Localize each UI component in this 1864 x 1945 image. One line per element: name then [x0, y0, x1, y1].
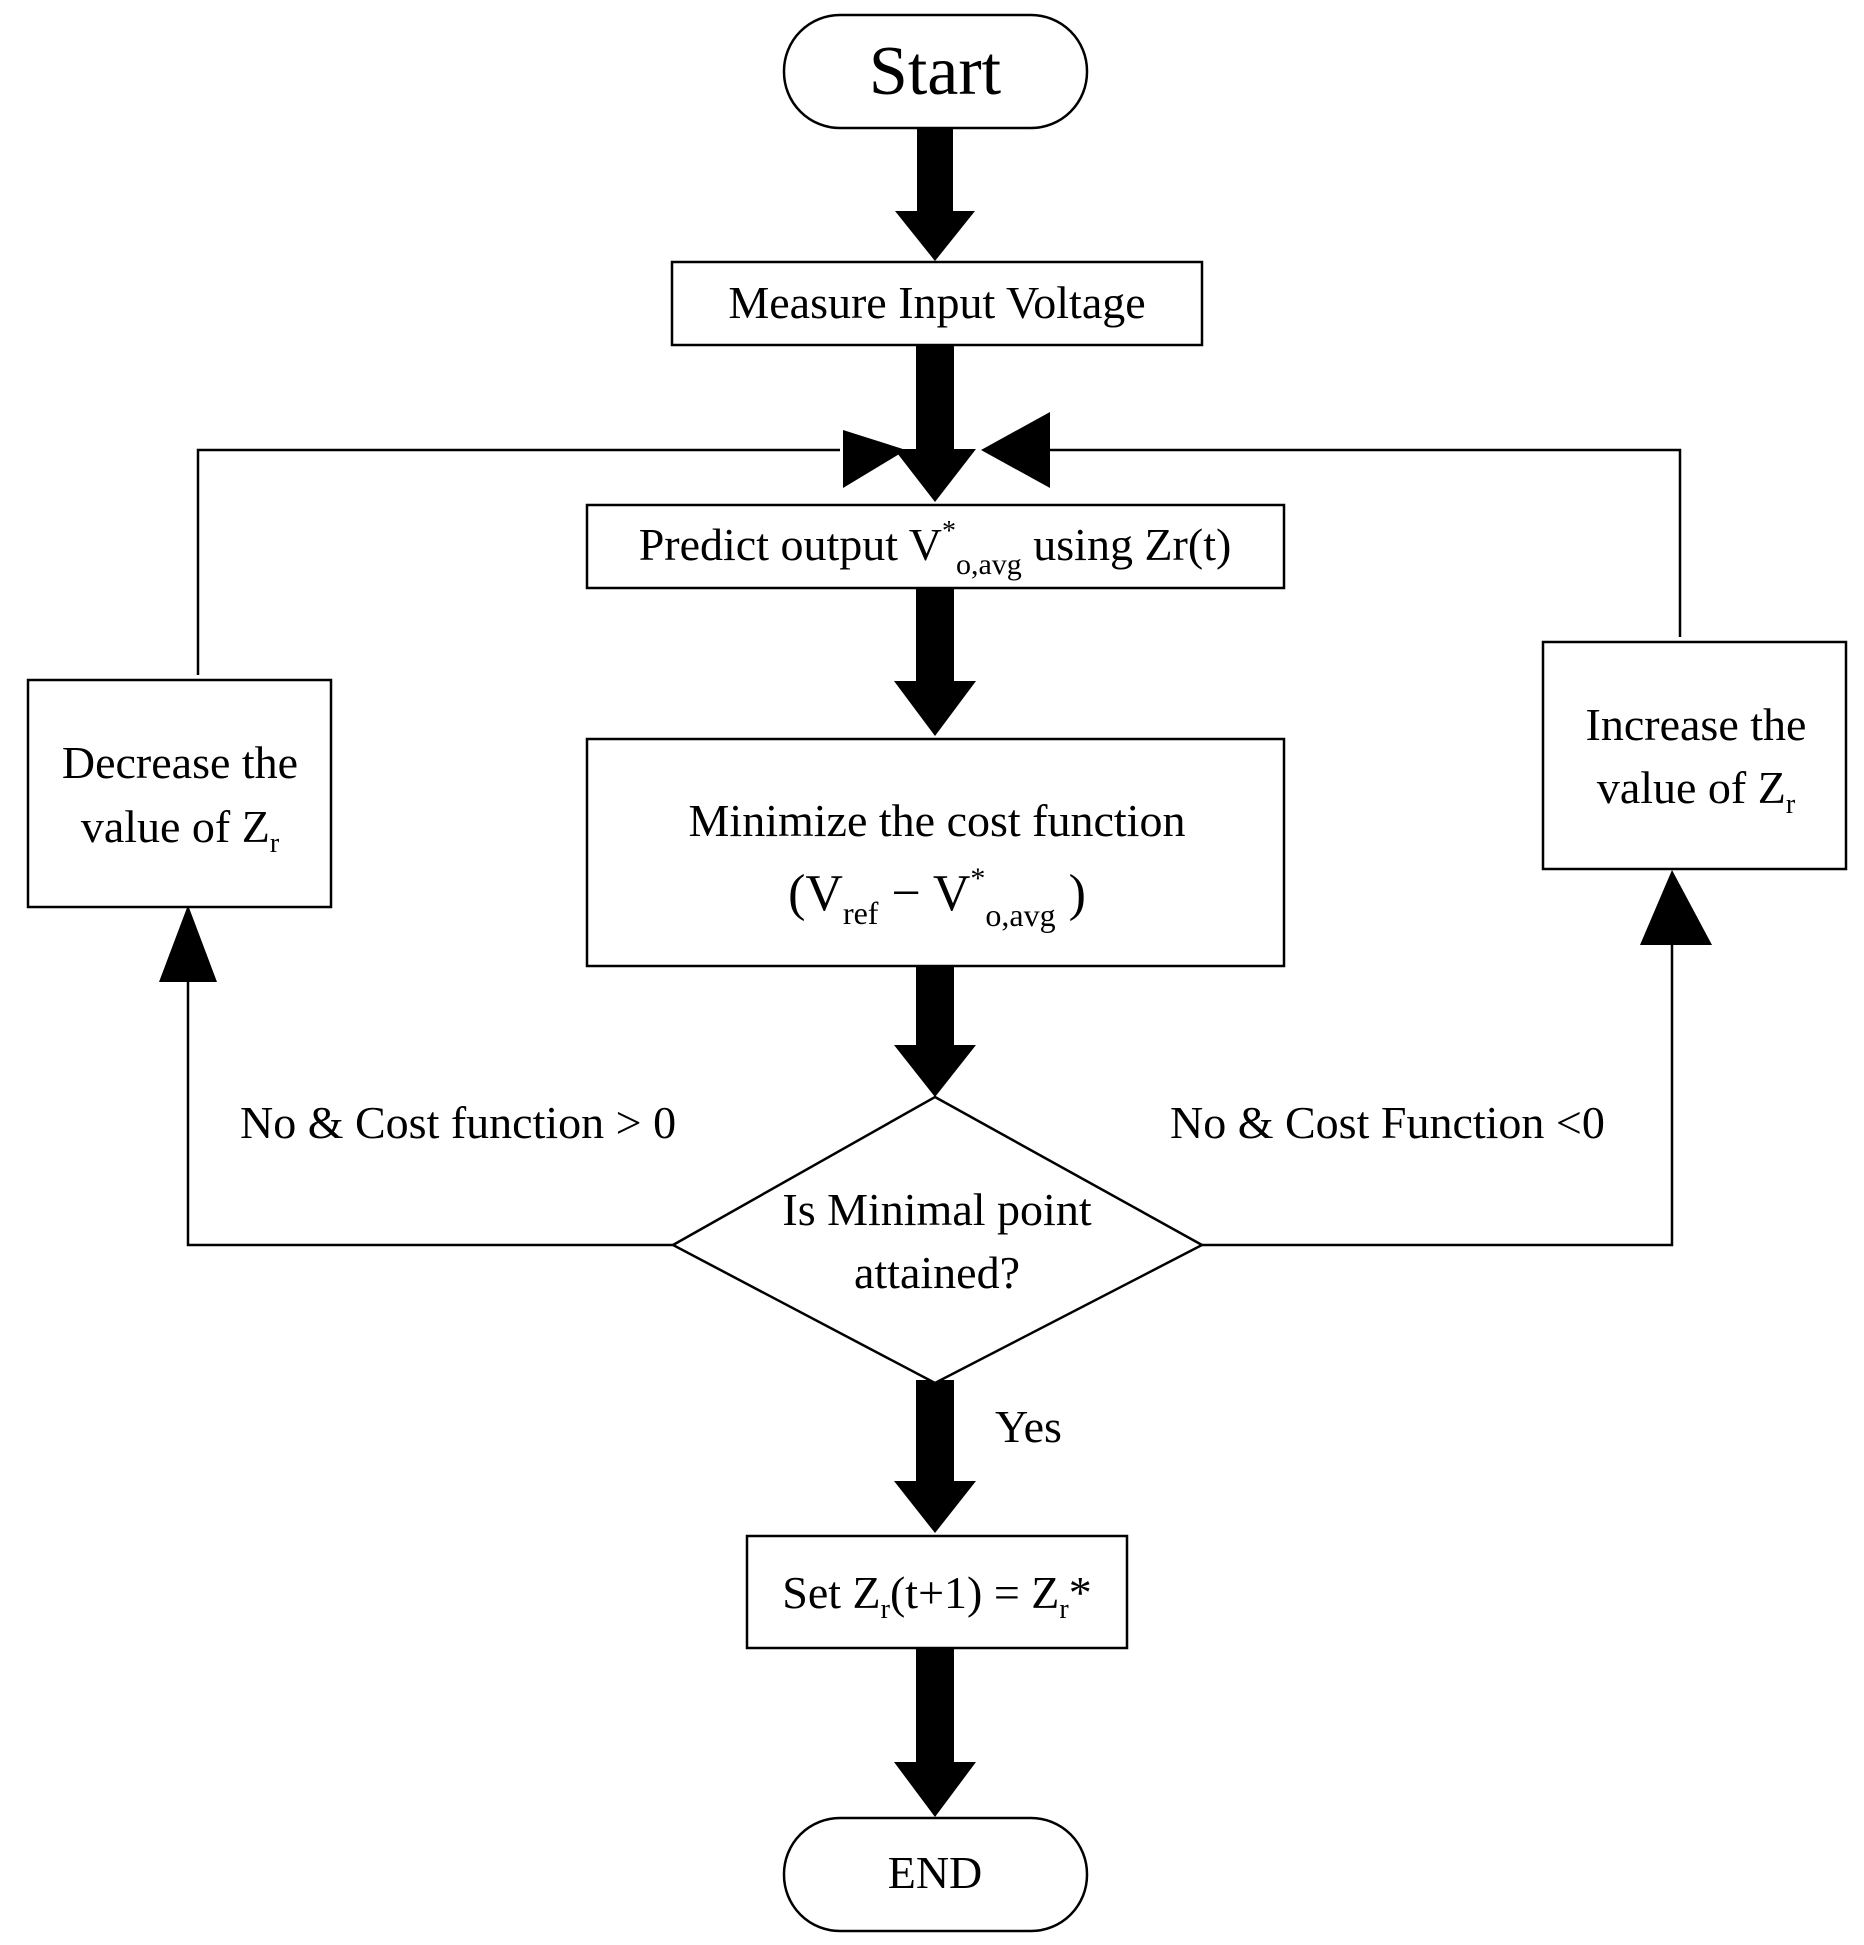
- formula-sup: *: [970, 862, 985, 895]
- decision-line2: attained?: [854, 1247, 1020, 1298]
- set-label: Set Zr(t+1) = Zr*: [782, 1567, 1091, 1625]
- formula-oavg-sub: o,avg: [985, 897, 1055, 933]
- set-sub2: r: [1059, 1594, 1069, 1625]
- edge-label-right: No & Cost Function <0: [1170, 1097, 1605, 1148]
- start-label: Start: [869, 33, 1002, 110]
- end-label: END: [888, 1847, 983, 1898]
- decision-line1: Is Minimal point: [782, 1184, 1091, 1235]
- start-terminal: Start: [782, 13, 1089, 130]
- predict-label: Predict output V*o,avg using Zr(t): [639, 516, 1232, 581]
- edge-label-left: No & Cost function > 0: [240, 1097, 676, 1148]
- arrowhead-to-decrease: [159, 905, 217, 982]
- arrowhead-left-merge: [843, 430, 906, 488]
- set-prefix: Set Z: [782, 1567, 880, 1618]
- arrow-set-to-end: [894, 1648, 976, 1817]
- predict-suffix: using Zr(t): [1022, 519, 1232, 570]
- arrow-start-to-measure: [895, 128, 975, 261]
- predict-prefix: Predict output V: [639, 519, 942, 570]
- end-terminal: END: [782, 1816, 1089, 1933]
- measure-label: Measure Input Voltage: [728, 277, 1145, 328]
- decrease-line2: value of Zr: [81, 801, 280, 859]
- right-return-connector: [1050, 448, 1682, 637]
- set-zr-box: Set Zr(t+1) = Zr*: [745, 1534, 1129, 1650]
- formula-open: (V: [788, 865, 843, 922]
- increase-line2-sub: r: [1786, 789, 1796, 820]
- predict-sub: o,avg: [956, 548, 1022, 581]
- minimize-cost-box: Minimize the cost function (Vref − V*o,a…: [585, 737, 1286, 968]
- predict-output-box: Predict output V*o,avg using Zr(t): [585, 503, 1286, 590]
- arrow-measure-to-predict: [894, 345, 976, 502]
- decrease-line2-prefix: value of Z: [81, 801, 270, 852]
- formula-close: ): [1056, 865, 1086, 922]
- left-return-connector: [196, 448, 840, 675]
- formula-minus: − V: [878, 865, 970, 922]
- set-suffix: *: [1069, 1567, 1092, 1618]
- formula-ref-sub: ref: [843, 895, 879, 931]
- arrow-decision-to-set: [894, 1380, 976, 1533]
- increase-zr-box: Increase the value of Zr: [1541, 640, 1848, 871]
- right-loop-connector: [1197, 940, 1674, 1247]
- arrow-predict-to-minimize: [894, 588, 976, 736]
- increase-line2-prefix: value of Z: [1597, 762, 1786, 813]
- minimize-line1: Minimize the cost function: [689, 795, 1186, 846]
- arrowhead-to-increase: [1640, 870, 1712, 945]
- set-sub1: r: [881, 1594, 891, 1625]
- increase-line1: Increase the: [1586, 699, 1807, 750]
- decrease-line2-sub: r: [270, 828, 280, 859]
- decrease-zr-box: Decrease the value of Zr: [26, 678, 333, 909]
- decision-diamond: Is Minimal point attained?: [670, 1095, 1205, 1385]
- left-loop-connector: [186, 970, 673, 1247]
- decrease-line1: Decrease the: [62, 737, 298, 788]
- edge-label-yes: Yes: [995, 1401, 1062, 1452]
- increase-line2: value of Zr: [1597, 762, 1796, 820]
- arrow-minimize-to-decision: [894, 966, 976, 1097]
- predict-sup: *: [942, 516, 956, 547]
- arrowhead-right-merge: [981, 412, 1050, 488]
- measure-input-voltage-box: Measure Input Voltage: [670, 260, 1204, 347]
- set-mid: (t+1) = Z: [890, 1567, 1059, 1618]
- minimize-formula: (Vref − V*o,avg ): [788, 862, 1086, 933]
